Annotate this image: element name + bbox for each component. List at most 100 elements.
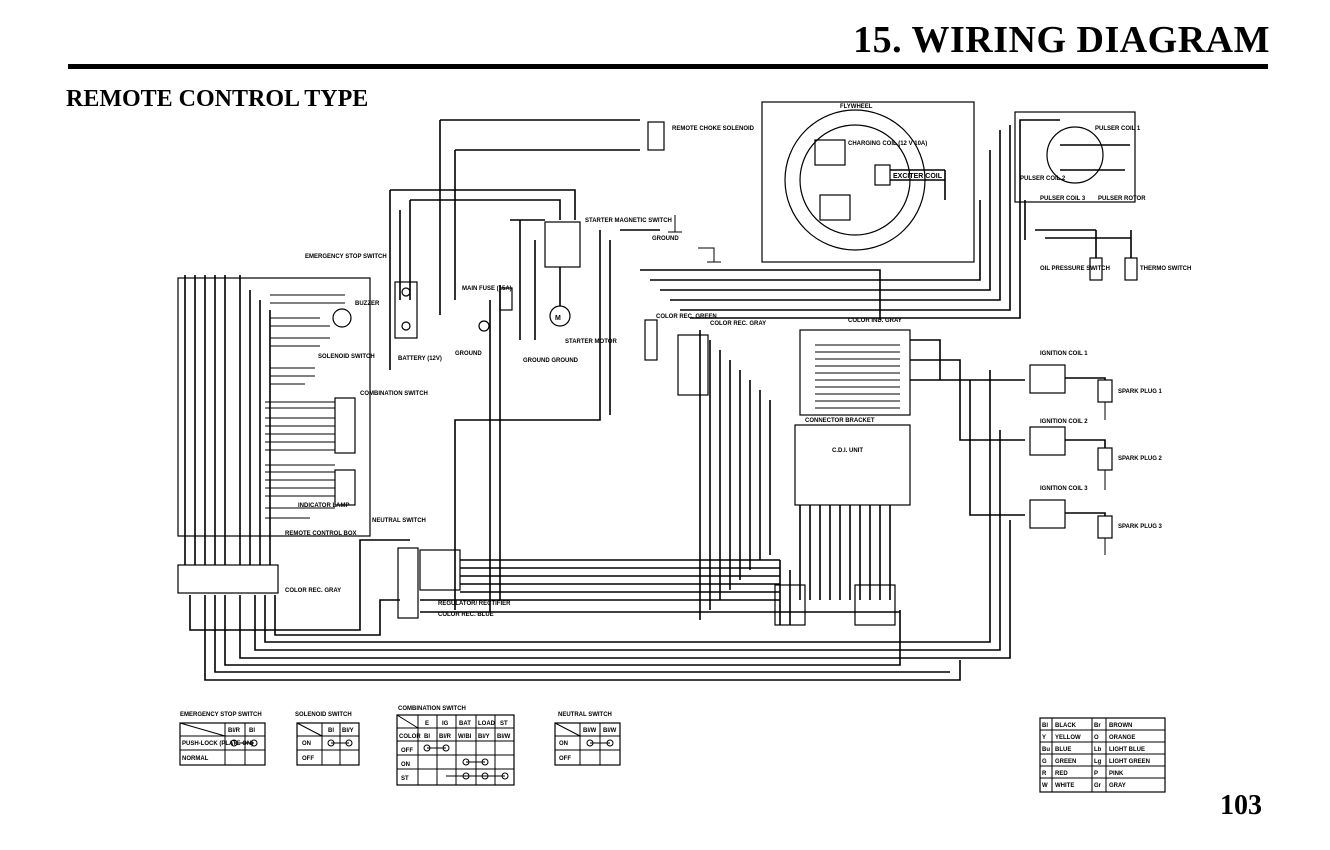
battery-symbol xyxy=(394,281,418,339)
main-fuse-label: MAIN FUSE (15A) xyxy=(462,286,512,292)
comb-sub-blw: Bl/W xyxy=(497,734,511,740)
comb-header-ig: IG xyxy=(442,721,449,727)
color-rec-green-label: COLOR REC. GREEN xyxy=(656,314,717,320)
color-rec-blue-label: COLOR REC. BLUE xyxy=(438,612,494,618)
emergency-row-push: PUSH-LOCK (PLATE ON) xyxy=(182,741,253,747)
color-rec-gray-connector xyxy=(677,334,709,396)
emergency-header-blr: Bl/R xyxy=(228,728,241,734)
spark-plug-1-label: SPARK PLUG 1 xyxy=(1118,389,1163,395)
legend-color-name: LIGHT GREEN xyxy=(1109,759,1150,765)
legend-code: Bl xyxy=(1042,723,1048,729)
legend-color-name: YELLOW xyxy=(1055,735,1081,741)
comb-header-st: ST xyxy=(500,721,508,727)
comb-row-off: OFF xyxy=(401,748,413,754)
rear-connector xyxy=(774,584,806,626)
ignition-coil-1-label: IGNITION COIL 1 xyxy=(1040,351,1088,357)
legend-color-name: BLACK xyxy=(1055,723,1077,729)
emergency-row-normal: NORMAL xyxy=(182,756,209,762)
page-title: 15. WIRING DIAGRAM xyxy=(853,19,1270,61)
legend-code: Gr xyxy=(1094,783,1102,789)
flywheel-box xyxy=(761,101,975,263)
solenoid-header-bl: Bl xyxy=(328,728,334,734)
pulser-rotor-symbol xyxy=(1046,126,1104,184)
title-rule xyxy=(68,64,1268,69)
charging-coil-symbol xyxy=(814,139,846,166)
ignition-coil-1-symbol xyxy=(1029,364,1066,394)
battery-label: BATTERY (12V) xyxy=(398,356,442,362)
neutral-table-title: NEUTRAL SWITCH xyxy=(558,712,612,718)
color-rec-gray-label: COLOR REC. GRAY xyxy=(710,321,766,327)
pulser-coil-2-label: PULSER COIL 2 xyxy=(1020,176,1066,182)
emergency-stop-switch-table: EMERGENCY STOP SWITCH Bl/R Bl PUSH-LOCK … xyxy=(179,712,266,766)
combination-switch-table: COMBINATION SWITCH E IG BAT LOAD ST COLO… xyxy=(396,706,515,786)
solenoid-header-bly: Bl/Y xyxy=(342,728,354,734)
remote-choke-solenoid-label: REMOTE CHOKE SOLENOID xyxy=(672,126,755,132)
ignition-coil-3-label: IGNITION COIL 3 xyxy=(1040,486,1088,492)
spark-plug-2-label: SPARK PLUG 2 xyxy=(1118,456,1163,462)
charging-coil-label: CHARGING COIL (12 V 10A) xyxy=(848,141,927,147)
comb-sub-wbl: W/Bl xyxy=(458,734,472,740)
neutral-row-off: OFF xyxy=(559,756,571,762)
solenoid-row-on: ON xyxy=(302,741,311,747)
cdi-unit-label: C.D.I. UNIT xyxy=(832,448,863,454)
emergency-header-bl: Bl xyxy=(249,728,255,734)
comb-header-bat: BAT xyxy=(459,721,471,727)
starter-magnetic-switch-symbol xyxy=(544,221,581,268)
solenoid-switch-table: SOLENOID SWITCH Bl Bl/Y ON OFF xyxy=(295,712,360,766)
remote-choke-solenoid-symbol xyxy=(647,121,665,151)
rear-connector-2 xyxy=(854,584,896,626)
legend-code: R xyxy=(1042,771,1047,777)
flywheel-label: FLYWHEEL xyxy=(840,104,873,110)
comb-header-e: E xyxy=(425,721,429,727)
combination-switch-symbol xyxy=(334,397,356,454)
neutral-switch-connector xyxy=(397,547,419,619)
buzzer-label: BUZZER xyxy=(355,301,380,307)
legend-color-name: WHITE xyxy=(1055,783,1074,789)
legend-color-name: BLUE xyxy=(1055,747,1071,753)
ignition-coil-2-label: IGNITION COIL 2 xyxy=(1040,419,1088,425)
indicator-lamp-label: INDICATOR LAMP xyxy=(298,503,349,509)
comb-row-st: ST xyxy=(401,776,409,782)
charging-coil-symbol-2 xyxy=(819,194,851,221)
pulser-rotor-label: PULSER ROTOR xyxy=(1098,196,1146,202)
indicator-lamp-symbol xyxy=(334,469,356,506)
remote-box-connector xyxy=(177,564,279,594)
ground-label: GROUND xyxy=(652,236,679,242)
spark-plug-2-symbol xyxy=(1097,447,1113,471)
cdi-unit-outline xyxy=(794,424,911,506)
emergency-stop-switch-label: EMERGENCY STOP SWITCH xyxy=(305,254,387,260)
regulator-rectifier-label: REGULATOR/ RECTIFIER xyxy=(438,601,511,607)
legend-color-name: ORANGE xyxy=(1109,735,1135,741)
neutral-table-frame xyxy=(554,722,621,766)
battery-terminal-neg xyxy=(401,321,411,331)
solenoid-table-title: SOLENOID SWITCH xyxy=(295,712,352,718)
starter-motor-m: M xyxy=(555,315,561,322)
spark-plug-3-symbol xyxy=(1097,515,1113,539)
legend-code: P xyxy=(1094,771,1098,777)
legend-color-name: LIGHT BLUE xyxy=(1109,747,1145,753)
comb-sub-bly: Bl/Y xyxy=(478,734,490,740)
remote-control-box-label: REMOTE CONTROL BOX xyxy=(285,531,357,537)
neutral-switch-table: NEUTRAL SWITCH Bl/W Bl/W ON OFF xyxy=(554,712,621,766)
main-fuse-symbol xyxy=(499,287,513,311)
legend-code: Y xyxy=(1042,735,1046,741)
thermo-switch-label: THERMO SWITCH xyxy=(1140,266,1191,272)
connector-bracket-label: CONNECTOR BRACKET xyxy=(805,418,875,424)
page-number: 103 xyxy=(1220,790,1262,821)
color-rec-gray-2-label: COLOR REC. GRAY xyxy=(285,588,341,594)
combination-table-title: COMBINATION SWITCH xyxy=(398,706,466,712)
solenoid-table-frame xyxy=(296,722,360,766)
legend-code: G xyxy=(1042,759,1047,765)
solenoid-switch-label: SOLENOID SWITCH xyxy=(318,354,375,360)
spark-plug-3-label: SPARK PLUG 3 xyxy=(1118,524,1163,530)
starter-magnetic-switch-label: STARTER MAGNETIC SWITCH xyxy=(585,218,672,224)
oil-pressure-switch-label: OIL PRESSURE SWITCH xyxy=(1040,266,1110,272)
comb-header-load: LOAD xyxy=(478,721,496,727)
regulator-rectifier-symbol xyxy=(419,549,461,591)
legend-color-name: GRAY xyxy=(1109,783,1126,789)
pulser-box xyxy=(1014,111,1136,203)
exciter-coil-symbol xyxy=(874,164,891,186)
legend-code: Br xyxy=(1094,723,1101,729)
legend-code: W xyxy=(1042,783,1048,789)
